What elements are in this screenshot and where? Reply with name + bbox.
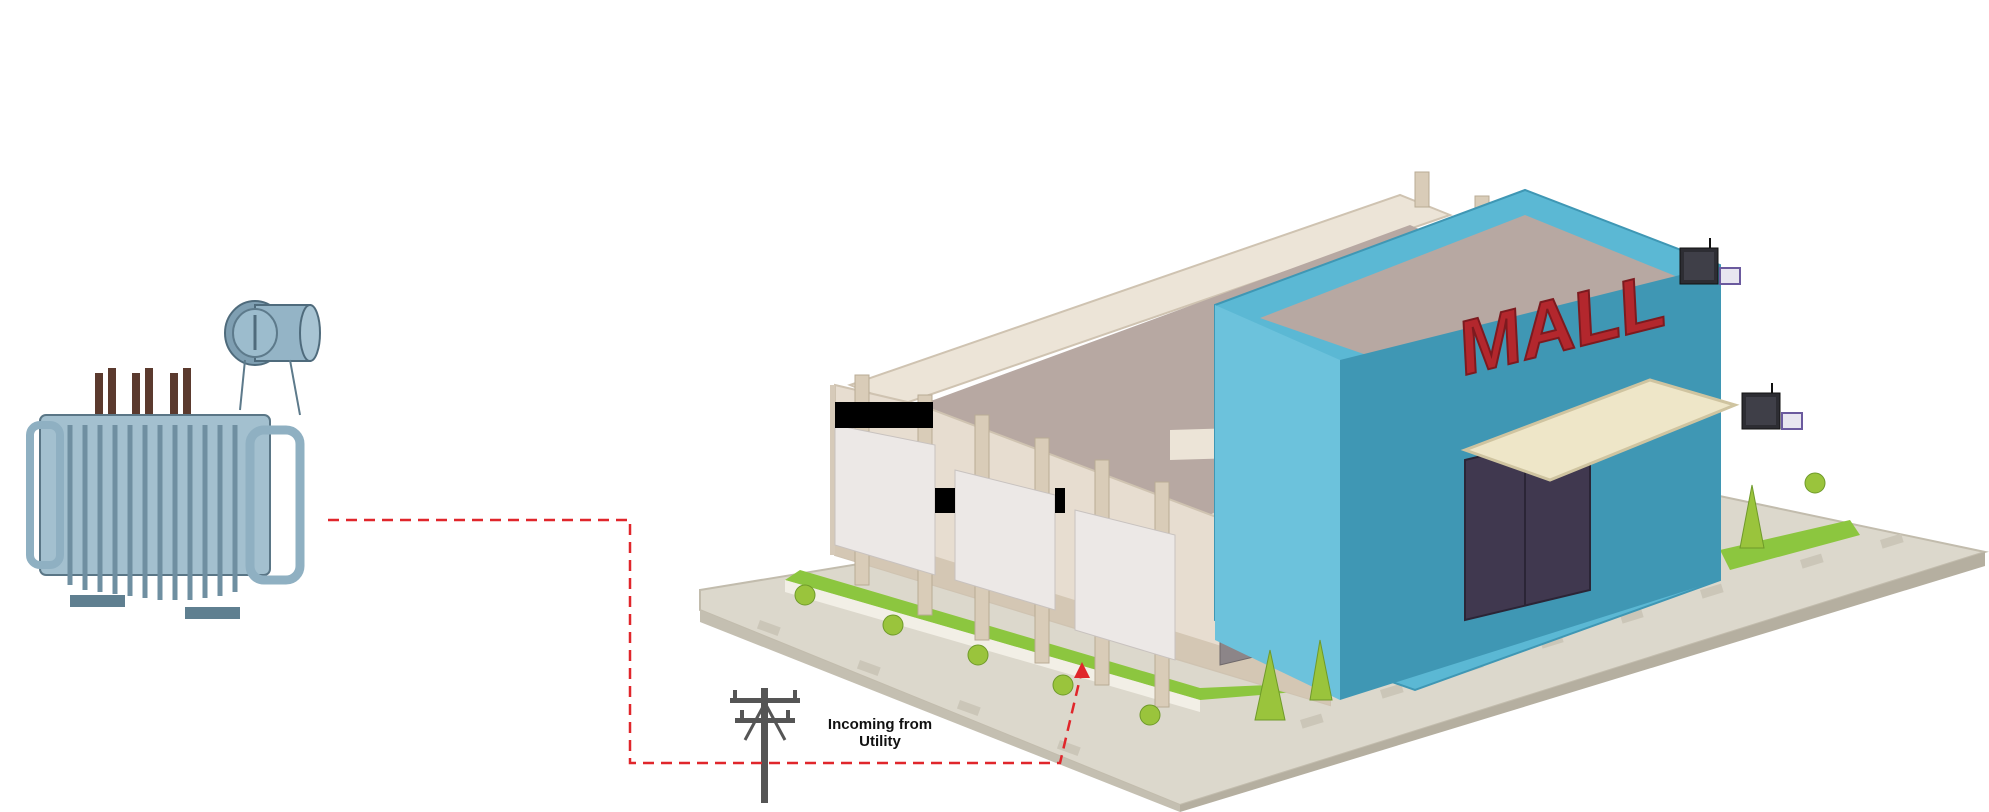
lawn-right: [1720, 520, 1860, 570]
feed-line-arrowhead: [1074, 662, 1090, 678]
meter-device-icon: [1741, 383, 1803, 430]
utility-caption-line2: Utility: [859, 733, 901, 750]
bushes: [794, 472, 1826, 726]
canopy: [1460, 378, 1740, 482]
mall-building: MALL: [699, 171, 1989, 812]
feed-line: [328, 518, 1084, 765]
utility-caption: Incoming from Utility: [800, 716, 960, 750]
radiator-fins: [67, 425, 238, 600]
trees: [1254, 484, 1765, 721]
bushings: [95, 368, 191, 415]
utility-caption-line1: Incoming from: [827, 716, 933, 733]
conservator-tank: [224, 300, 321, 416]
utility-pole-icon: [730, 688, 800, 803]
transformer-icon: [26, 300, 321, 619]
meter-device-icon: [1679, 238, 1741, 285]
facade-inner-roof: [1260, 215, 1690, 370]
